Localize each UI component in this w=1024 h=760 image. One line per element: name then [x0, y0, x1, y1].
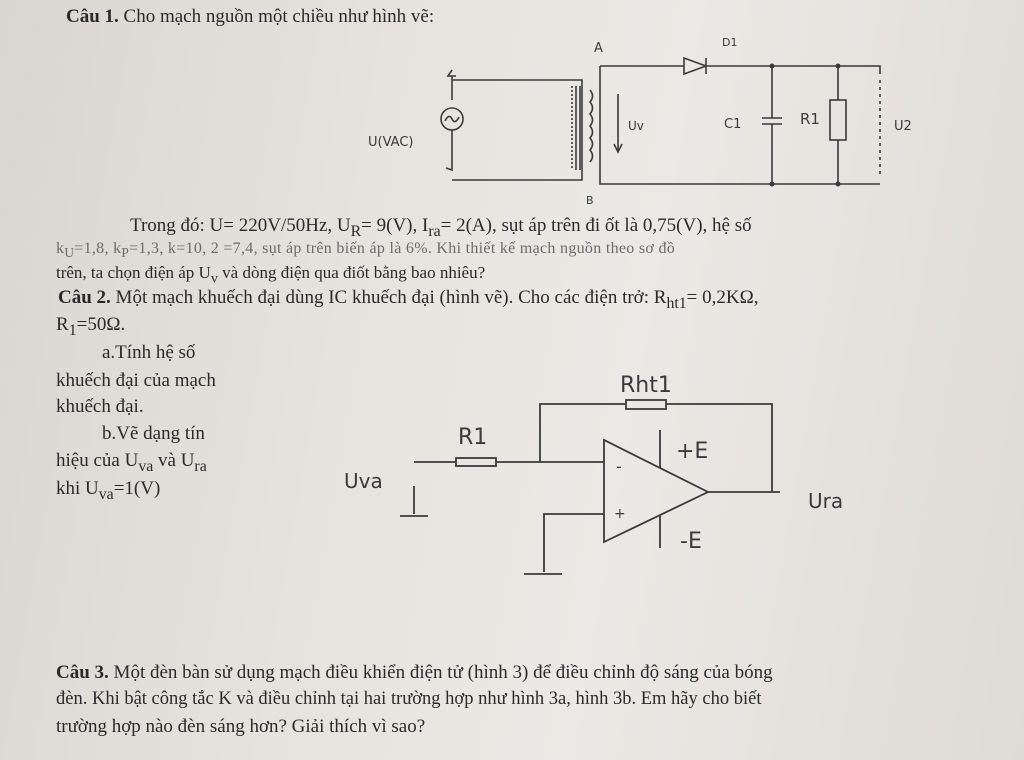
q2-part-b-line2: hiệu của Uva và Ura	[56, 450, 207, 475]
q2-r1-value: R1=50Ω.	[56, 314, 126, 339]
plus-e-label: +E	[676, 439, 708, 464]
q3-label: Câu 3.	[56, 662, 109, 683]
u2-label: U2	[894, 119, 912, 134]
rht1-label: Rht1	[620, 373, 672, 398]
q3-line3: trường hợp nào đèn sáng hơn? Giải thích …	[56, 716, 426, 737]
q2-part-b-line1: b.Vẽ dạng tín	[102, 423, 205, 444]
q2-part-a-line2: khuếch đại của mạch	[56, 370, 216, 391]
q1-line3: trên, ta chọn điện áp Uv và dòng điện qu…	[56, 263, 486, 287]
q1-line1: Trong đó: U= 220V/50Hz, UR= 9(V), Ira= 2…	[130, 215, 752, 240]
point-a-label: A	[594, 41, 603, 56]
q1-label: Câu 1.	[66, 6, 119, 27]
diode-label: D1	[722, 36, 737, 49]
q1-heading: Câu 1. Cho mạch nguồn một chiều như hình…	[66, 6, 434, 28]
u-vac-label: U(VAC)	[368, 135, 413, 150]
point-b-label: B	[586, 194, 594, 207]
q2-heading: Câu 2. Một mạch khuếch đại dùng IC khuếc…	[58, 287, 759, 312]
opamp-plus-input: +	[614, 506, 626, 522]
r1-input-label: R1	[458, 425, 487, 450]
opamp-minus-input: -	[616, 457, 622, 476]
uva-input-label: Uva	[344, 469, 383, 493]
ura-output-label: Ura	[808, 489, 843, 513]
c1-label: C1	[724, 117, 741, 132]
q3-line2: đèn. Khi bật công tắc K và điều chỉnh tạ…	[56, 689, 762, 709]
q3-line1: Câu 3. Một đèn bàn sử dụng mạch điều khi…	[56, 662, 773, 683]
q2-part-a-line1: a.Tính hệ số	[102, 342, 196, 363]
r1-load-label: R1	[800, 110, 820, 128]
minus-e-label: -E	[680, 529, 702, 554]
q1-prompt: Cho mạch nguồn một chiều như hình vẽ:	[123, 6, 435, 27]
q2-label: Câu 2.	[58, 287, 111, 308]
uv-label: Uv	[628, 119, 644, 133]
q2-part-a-line3: khuếch đại.	[56, 396, 144, 417]
q2-part-b-line3: khi Uva=1(V)	[56, 478, 161, 503]
q1-line2: kU=1,8, kP=1,3, k=10, 2 =7,4, sụt áp trê…	[56, 240, 676, 261]
